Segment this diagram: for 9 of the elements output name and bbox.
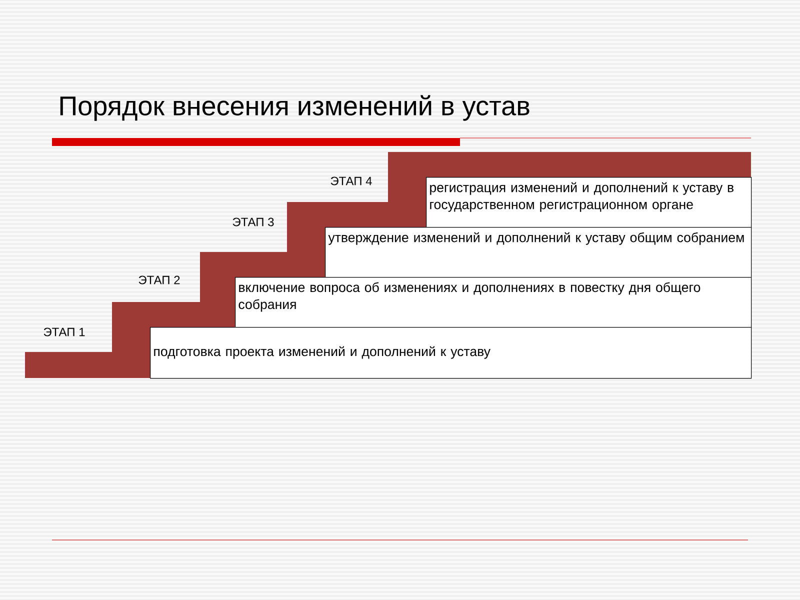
stage-label: ЭТАП 3 <box>232 218 274 226</box>
stage-label: ЭТАП 4 <box>330 176 372 186</box>
stage-box: включение вопроса об изменениях и дополнениях в повестку дня общего собрания <box>235 277 752 328</box>
stage-box: регистрация изменений и дополнений к уставу в государственном регистрационном органе <box>426 177 752 228</box>
stage-box: утверждение изменений и дополнений к уставу общим собранием <box>325 227 752 278</box>
stage-box: подготовка проекта изменений и дополнений к уставу <box>150 327 752 379</box>
stage-label: ЭТАП 2 <box>138 276 180 284</box>
stage-label: ЭТАП 1 <box>44 328 85 336</box>
title: Порядок внесения изменений в устав <box>60 95 530 121</box>
